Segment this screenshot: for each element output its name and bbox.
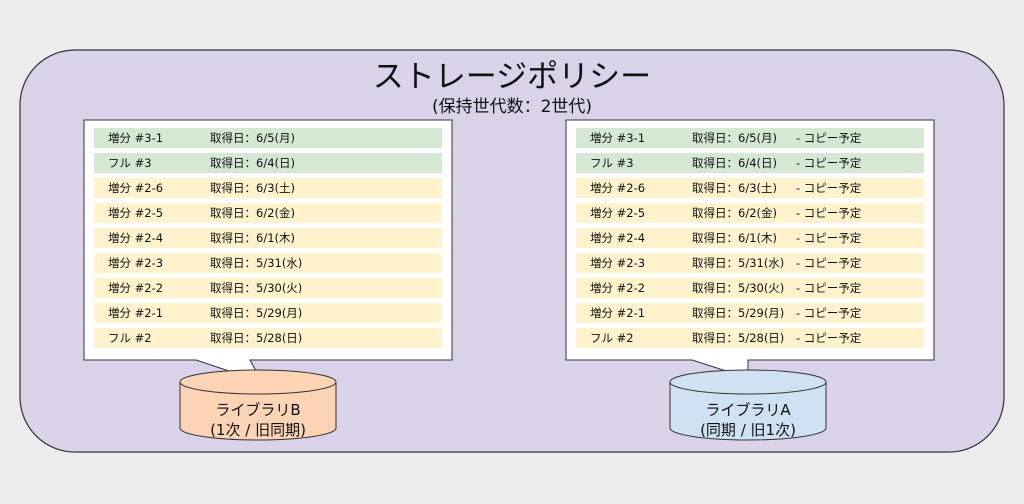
copy-status: - コピー予定	[796, 281, 862, 295]
library-a-cylinder	[669, 369, 827, 441]
backup-row: 増分 #2-5 取得日：6/2(金)	[94, 203, 442, 223]
backup-name: 増分 #2-2	[108, 281, 164, 295]
backup-name: 増分 #2-3	[108, 256, 164, 270]
backup-date: 取得日：5/28(日)	[692, 331, 785, 345]
backup-row: 増分 #3-1 取得日：6/5(月) - コピー予定	[576, 128, 924, 148]
backup-date: 取得日：6/3(土)	[210, 181, 295, 195]
diagram-subtitle: (保持世代数：2世代)	[431, 97, 593, 117]
backup-name: フル #2	[590, 331, 634, 345]
backup-name: 増分 #3-1	[108, 131, 164, 145]
backup-row: 増分 #2-4 取得日：6/1(木)	[94, 228, 442, 248]
backup-name: フル #3	[108, 156, 152, 170]
backup-date: 取得日：5/30(火)	[692, 281, 785, 295]
backup-date: 取得日：6/4(日)	[210, 156, 295, 170]
copy-status: - コピー予定	[796, 306, 862, 320]
backup-name: 増分 #2-1	[590, 306, 646, 320]
backup-name: 増分 #2-5	[590, 206, 646, 220]
backup-date: 取得日：6/1(木)	[210, 231, 295, 245]
copy-status: - コピー予定	[796, 206, 862, 220]
backup-name: 増分 #2-5	[108, 206, 164, 220]
backup-name: フル #2	[108, 331, 152, 345]
copy-status: - コピー予定	[796, 156, 862, 170]
backup-row: 増分 #2-3 取得日：5/31(水) - コピー予定	[576, 253, 924, 273]
backup-name: 増分 #2-2	[590, 281, 646, 295]
backup-row: 増分 #2-3 取得日：5/31(水)	[94, 253, 442, 273]
backup-name: 増分 #3-1	[590, 131, 646, 145]
copy-status: - コピー予定	[796, 131, 862, 145]
backup-row: フル #3 取得日：6/4(日) - コピー予定	[576, 153, 924, 173]
library-a-name: ライブラリA	[705, 401, 791, 419]
backup-row: 増分 #3-1 取得日：6/5(月)	[94, 128, 442, 148]
copy-status: - コピー予定	[796, 256, 862, 270]
backup-row: 増分 #2-1 取得日：5/29(月) - コピー予定	[576, 303, 924, 323]
backup-date: 取得日：6/2(金)	[692, 206, 777, 220]
library-b-backup-list: 増分 #3-1 取得日：6/5(月) フル #3 取得日：6/4(日) 増分 #2-6 取…	[94, 128, 442, 353]
copy-status: - コピー予定	[796, 231, 862, 245]
backup-date: 取得日：6/2(金)	[210, 206, 295, 220]
backup-row: フル #3 取得日：6/4(日)	[94, 153, 442, 173]
backup-row: 増分 #2-1 取得日：5/29(月)	[94, 303, 442, 323]
backup-row: フル #2 取得日：5/28(日)	[94, 328, 442, 348]
backup-row: フル #2 取得日：5/28(日) - コピー予定	[576, 328, 924, 348]
backup-name: 増分 #2-4	[108, 231, 164, 245]
backup-name: 増分 #2-6	[590, 181, 646, 195]
backup-row: 増分 #2-5 取得日：6/2(金) - コピー予定	[576, 203, 924, 223]
backup-date: 取得日：5/30(火)	[210, 281, 303, 295]
library-b-name: ライブラリB	[215, 401, 301, 419]
backup-name: 増分 #2-1	[108, 306, 164, 320]
library-a-role: (同期 / 旧1次)	[700, 421, 796, 439]
library-b-label: ライブラリB (1次 / 旧同期)	[180, 400, 336, 440]
backup-date: 取得日：5/31(水)	[210, 256, 303, 270]
backup-row: 増分 #2-2 取得日：5/30(火)	[94, 278, 442, 298]
backup-date: 取得日：6/4(日)	[692, 156, 777, 170]
backup-row: 増分 #2-4 取得日：6/1(木) - コピー予定	[576, 228, 924, 248]
backup-name: 増分 #2-6	[108, 181, 164, 195]
diagram-title: ストレージポリシー	[372, 59, 652, 95]
library-a-label: ライブラリA (同期 / 旧1次)	[670, 400, 826, 440]
backup-row: 増分 #2-6 取得日：6/3(土)	[94, 178, 442, 198]
backup-date: 取得日：5/31(水)	[692, 256, 785, 270]
backup-name: 増分 #2-3	[590, 256, 646, 270]
backup-date: 取得日：5/28(日)	[210, 331, 303, 345]
backup-date: 取得日：5/29(月)	[692, 306, 785, 320]
backup-row: 増分 #2-2 取得日：5/30(火) - コピー予定	[576, 278, 924, 298]
backup-name: フル #3	[590, 156, 634, 170]
backup-name: 増分 #2-4	[590, 231, 646, 245]
backup-date: 取得日：6/5(月)	[210, 131, 295, 145]
copy-status: - コピー予定	[796, 331, 862, 345]
backup-date: 取得日：6/5(月)	[692, 131, 777, 145]
library-b-role: (1次 / 旧同期)	[210, 421, 306, 439]
backup-date: 取得日：6/3(土)	[692, 181, 777, 195]
library-b-cylinder	[179, 369, 337, 441]
backup-date: 取得日：6/1(木)	[692, 231, 777, 245]
copy-status: - コピー予定	[796, 181, 862, 195]
backup-row: 増分 #2-6 取得日：6/3(土) - コピー予定	[576, 178, 924, 198]
backup-date: 取得日：5/29(月)	[210, 306, 303, 320]
